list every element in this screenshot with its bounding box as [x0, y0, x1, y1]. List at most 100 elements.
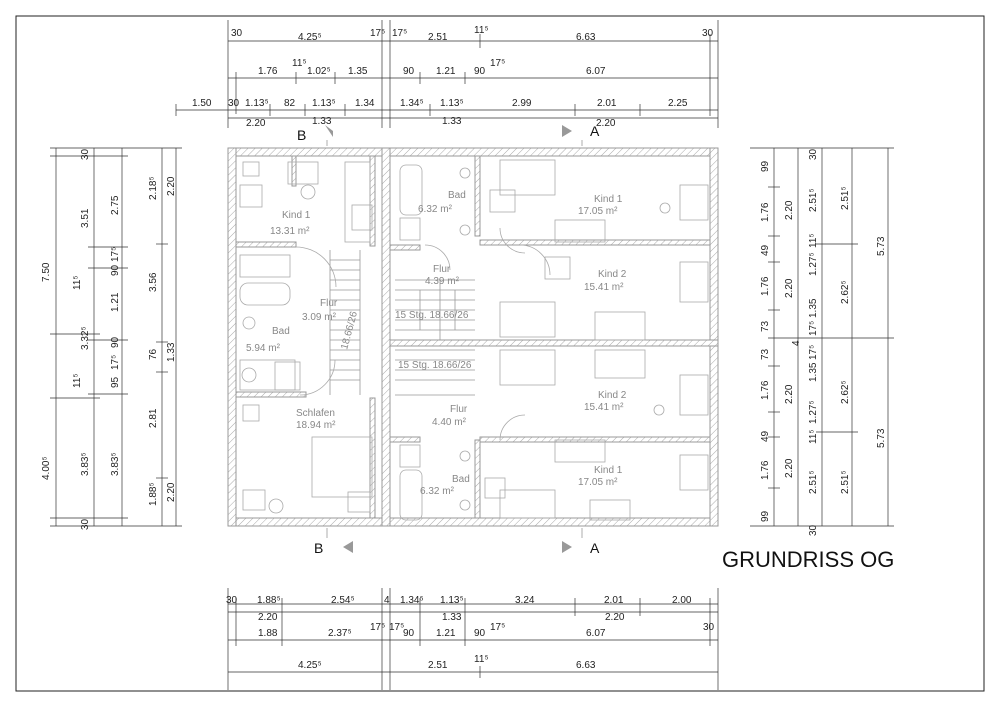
dim-left2-3: 3.32⁵	[80, 326, 91, 350]
dim-left1-0: 7.50	[41, 262, 52, 282]
dim-bot3-5: 1.21	[436, 628, 456, 639]
dim-top3-5: 1.34	[355, 98, 375, 109]
dim-bot2-0: 2.20	[258, 612, 278, 623]
dim-left4-0: 2.18⁵	[148, 176, 159, 200]
dim-right3-10: 2.51⁵	[808, 470, 819, 494]
dim-right1-9: 99	[760, 510, 771, 522]
section-a-arrow-top	[562, 125, 572, 137]
dim-right3-11: 30	[808, 524, 819, 536]
dim-top4-1: 1.33	[312, 116, 332, 127]
dimensions-right: 99 1.76 49 1.76 73 73 1.76 49 1.76 99 2.…	[750, 147, 894, 536]
room-kind1-lower-right: Kind 117.05 m²	[578, 465, 623, 488]
dim-left3-3: 1.21	[110, 292, 121, 312]
dim-right4-3: 2.51⁵	[840, 470, 851, 494]
dim-left3-6: 95	[110, 376, 121, 388]
dim-right3-6: 1.35	[808, 362, 819, 382]
dim-left2-5: 3.83⁵	[80, 452, 91, 476]
svg-text:Schlafen: Schlafen	[296, 408, 335, 419]
dim-right1-2: 49	[760, 244, 771, 256]
room-kind2-lower: Kind 215.41 m²	[584, 390, 627, 413]
dim-bot3-3: 17⁵	[389, 622, 404, 633]
dim-right1-4: 73	[760, 320, 771, 332]
dim-top3-8: 2.99	[512, 98, 532, 109]
dim-bot4-3: 6.63	[576, 660, 596, 671]
svg-text:Kind 1: Kind 1	[282, 210, 311, 221]
dim-left2-2: 11⁵	[72, 373, 83, 388]
section-a-arrow-bottom	[562, 541, 572, 553]
section-a-top: A	[590, 123, 600, 139]
dim-top3-3: 82	[284, 98, 296, 109]
dim-left3-7: 3.83⁵	[110, 452, 121, 476]
dimensions-left: 7.50 11⁵ 4.00⁵ 30 3.51 11⁵ 3.32⁵ 3.83⁵ 3…	[41, 147, 182, 530]
dim-top1-2: 17⁵	[370, 28, 385, 39]
stair-label-upper: 15 Stg. 18.66/26	[395, 310, 469, 321]
svg-text:Bad: Bad	[272, 326, 290, 337]
room-kind1-left: Kind 113.31 m²	[270, 210, 311, 237]
section-b-arrow-top	[325, 125, 333, 137]
dim-right1-5: 73	[760, 348, 771, 360]
dim-right4-2: 2.62⁵	[840, 380, 851, 404]
dimensions-top: 30 4.25⁵ 17⁵ 17⁵ 2.51 11⁵ 6.63 30 1.76 1…	[175, 20, 719, 129]
section-markers: B A B A	[297, 123, 600, 556]
dim-top3-1: 30	[228, 98, 240, 109]
dim-top4-3: 2.20	[596, 118, 616, 129]
dim-right2-0: 2.20	[784, 200, 795, 220]
dim-right1-0: 99	[760, 160, 771, 172]
dim-left2-1: 3.51	[80, 208, 91, 228]
dim-bot4-2: 11⁵	[474, 654, 489, 665]
dim-bot3-0: 1.88	[258, 628, 278, 639]
dim-right5-1: 5.73	[876, 428, 887, 448]
dim-left3-1: 17⁵	[110, 247, 121, 262]
dim-left4-4: 1.88⁵	[148, 482, 159, 506]
svg-text:17.05 m²: 17.05 m²	[578, 477, 618, 488]
dim-bot1-4: 1.34⁵	[400, 595, 424, 606]
room-kind1-upper-right: Kind 117.05 m²	[578, 194, 623, 217]
svg-text:6.32 m²: 6.32 m²	[420, 486, 455, 497]
dim-top3-6: 1.34⁵	[400, 98, 424, 109]
dim-right3-5: 17⁵	[808, 321, 819, 336]
dim-bot3-4: 90	[403, 628, 415, 639]
section-a-bottom: A	[590, 540, 600, 556]
dim-right3-2: 11⁵	[808, 233, 819, 248]
dim-top1-5: 11⁵	[474, 25, 489, 36]
svg-text:17.05 m²: 17.05 m²	[578, 206, 618, 217]
dim-bot3-6: 90	[474, 628, 486, 639]
dim-bot1-2: 2.54⁵	[331, 595, 355, 606]
dim-bot1-5: 1.13⁵	[440, 595, 464, 606]
furniture	[239, 159, 709, 521]
section-b-top: B	[297, 127, 306, 143]
dim-top1-4: 2.51	[428, 32, 448, 43]
dim-top3-0: 1.50	[192, 98, 212, 109]
dim-left4-1: 3.56	[148, 272, 159, 292]
dim-right2-3: 2.20	[784, 384, 795, 404]
dim-right3-1: 2.51⁵	[808, 188, 819, 212]
dim-top1-6: 6.63	[576, 32, 596, 43]
svg-text:Kind 1: Kind 1	[594, 465, 623, 476]
dim-right2-2: 4	[791, 340, 802, 346]
dim-right2-1: 2.20	[784, 278, 795, 298]
svg-text:4.40 m²: 4.40 m²	[432, 417, 467, 428]
dim-top2-5: 1.21	[436, 66, 456, 77]
dim-right4-0: 2.51⁵	[840, 186, 851, 210]
dim-top2-2: 1.02⁵	[307, 66, 331, 77]
svg-text:15.41 m²: 15.41 m²	[584, 402, 624, 413]
dim-left1-1: 11⁵	[72, 275, 83, 290]
svg-text:Kind 2: Kind 2	[598, 269, 627, 280]
dim-left3-0: 2.75	[110, 195, 121, 215]
dim-right4-1: 2.62⁵	[840, 280, 851, 304]
dim-top3-10: 2.25	[668, 98, 688, 109]
sheet-frame	[15, 15, 985, 692]
dim-top2-8: 6.07	[586, 66, 606, 77]
drawing-title: GRUNDRISS OG	[722, 547, 894, 572]
dim-top1-7: 30	[702, 28, 714, 39]
dim-bot3-1: 2.37⁵	[328, 628, 352, 639]
dim-left5-0: 2.20	[166, 176, 177, 196]
dim-right3-4: 1.35	[808, 298, 819, 318]
dim-top4-0: 2.20	[246, 118, 266, 129]
